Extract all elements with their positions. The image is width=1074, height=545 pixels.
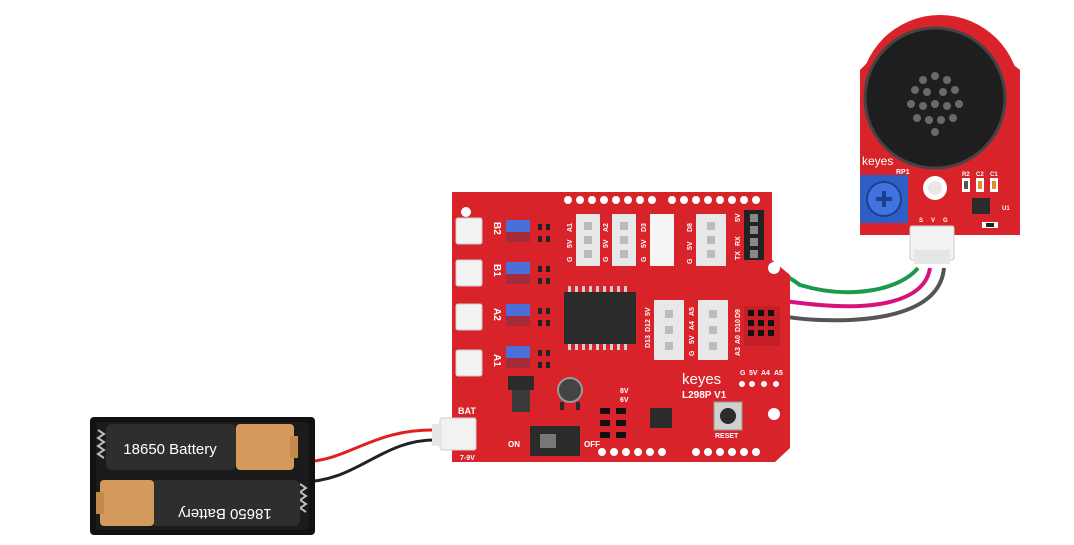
uart-5v: 5V — [735, 213, 742, 222]
power-switch[interactable]: ON OFF — [508, 426, 600, 456]
i2c-g: G — [740, 370, 746, 377]
top-header — [564, 196, 760, 204]
al-d13: D13 — [645, 335, 652, 348]
motor-shield: B2 B1 A2 A1 — [432, 192, 790, 462]
bat-label: BAT — [458, 406, 476, 416]
battery-cell-top-label: 18650 Battery — [123, 441, 217, 458]
power-parts: 8V 6V — [508, 376, 672, 438]
switch-off-label: OFF — [584, 440, 600, 449]
battery-wires — [299, 428, 441, 484]
l298p-chip — [564, 286, 636, 350]
top-sensor-headers — [576, 210, 764, 266]
uart-tx: TX — [735, 251, 742, 260]
battery-cell-bottom-label: 18650 Battery — [178, 505, 272, 522]
speaker-module: keyes RP1 R2 C2 C1 U1 S V G — [860, 15, 1020, 264]
potentiometer[interactable] — [860, 175, 908, 223]
pot-label: RP1 — [896, 169, 910, 176]
mid-header-labels: 5V D12 D13 G 5V A4 A5 D9 D10 A0 A3 — [645, 307, 742, 356]
hdr2-a2: A2 — [603, 223, 610, 232]
speaker-connector — [909, 225, 955, 264]
sp-d9: D9 — [735, 309, 742, 318]
bat-connector: BAT 7-9V — [432, 406, 477, 462]
part-c2: C2 — [976, 172, 984, 178]
battery-cell-bottom: 18650 Battery — [96, 480, 300, 526]
speaker-smd-parts: R2 C2 C1 U1 — [962, 172, 1010, 228]
hdr2-g: G — [603, 256, 610, 262]
top-header-labels: G 5V A1 G 5V A2 G 5V D3 G 5V D8 5V RX TX — [567, 213, 742, 264]
reset-label: RESET — [715, 433, 739, 440]
motor-port-a2-label: A2 — [491, 308, 502, 321]
motor-ports: B2 B1 A2 A1 — [455, 217, 502, 377]
mid-sensor-headers — [654, 300, 780, 360]
bottom-header — [598, 448, 760, 456]
speaker-brand: keyes — [862, 154, 893, 168]
sp-a3: A3 — [735, 347, 742, 356]
battery-holder: 18650 Battery 18650 Battery — [90, 417, 315, 535]
part-r2: R2 — [962, 172, 970, 178]
hdr4-5v: 5V — [687, 241, 694, 250]
ar-a5: A5 — [689, 307, 696, 316]
al-d12: D12 — [645, 319, 652, 332]
hdr4-g: G — [687, 258, 694, 264]
hdr4-d8: D8 — [687, 223, 694, 232]
hdr1-a1: A1 — [567, 223, 574, 232]
i2c-row: G 5V A4 A5 — [739, 370, 783, 387]
cap-label-8v: 8V — [620, 388, 629, 395]
voltage-label: 7-9V — [460, 455, 475, 462]
wire-black-battery — [299, 438, 441, 484]
hdr3-5v: 5V — [641, 239, 648, 248]
reset-button[interactable]: RESET — [713, 401, 743, 440]
pin-g: G — [943, 218, 948, 224]
switch-on-label: ON — [508, 440, 520, 449]
al-5v: 5V — [645, 307, 652, 316]
pin-v: V — [931, 218, 935, 224]
uart-rx: RX — [735, 236, 742, 246]
ar-5v: 5V — [689, 335, 696, 344]
i2c-a4: A4 — [761, 370, 770, 377]
wire-red-battery — [299, 428, 441, 464]
hdr3-d3: D3 — [641, 223, 648, 232]
hdr1-5v: 5V — [567, 239, 574, 248]
motor-leds — [506, 220, 550, 368]
hdr1-g: G — [567, 256, 574, 262]
shield-brand: keyes — [682, 371, 721, 388]
battery-cell-top: 18650 Battery — [106, 424, 298, 470]
cap-label-6v: 6V — [620, 397, 629, 404]
part-u1: U1 — [1002, 206, 1010, 212]
sp-a0: A0 — [735, 335, 742, 344]
motor-port-a1-label: A1 — [491, 354, 502, 367]
part-c1: C1 — [990, 172, 998, 178]
motor-port-b1-label: B1 — [491, 264, 502, 277]
motor-port-b2-label: B2 — [491, 222, 502, 235]
ar-g: G — [689, 350, 696, 356]
hdr3-g: G — [641, 256, 648, 262]
speaker-grille — [907, 72, 963, 136]
speaker-pin-labels: S V G — [919, 218, 948, 224]
shield-model: L298P V1 — [682, 390, 727, 401]
pin-s: S — [919, 218, 923, 224]
hdr2-5v: 5V — [603, 239, 610, 248]
sp-d10: D10 — [735, 319, 742, 332]
i2c-5v: 5V — [749, 370, 758, 377]
ar-a4: A4 — [689, 321, 696, 330]
i2c-a5: A5 — [774, 370, 783, 377]
